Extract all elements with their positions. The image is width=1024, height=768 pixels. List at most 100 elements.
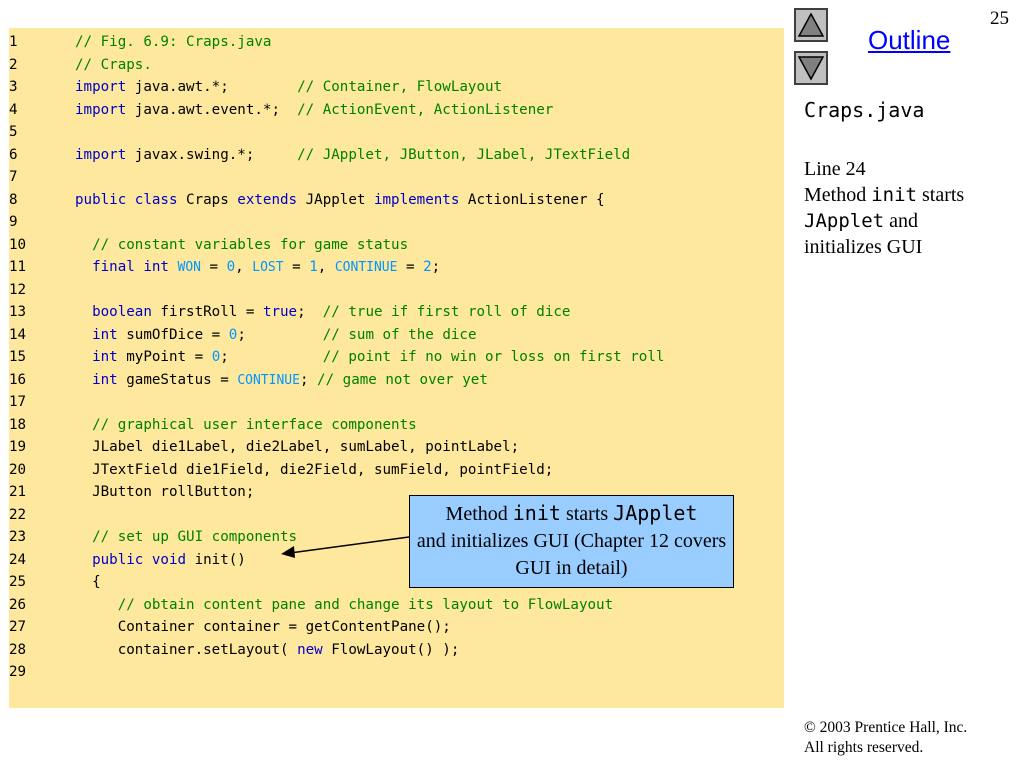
code-text: int sumOfDice = 0; // sum of the dice: [75, 324, 476, 346]
code-token: // Craps.: [75, 56, 152, 73]
code-token: [75, 304, 92, 320]
code-token: javax.swing.*;: [126, 146, 298, 163]
code-text: boolean firstRoll = true; // true if fir…: [75, 301, 570, 323]
code-token: ;: [431, 259, 441, 275]
code-token: myPoint =: [117, 349, 212, 365]
copyright-text: 2003 Prentice Hall, Inc.: [815, 719, 968, 736]
code-token: import: [75, 146, 127, 163]
code-token: 0: [228, 326, 238, 343]
code-token: int: [92, 371, 118, 388]
code-token: [75, 327, 92, 343]
triangle-down-icon: [797, 56, 825, 81]
note-init-code: init: [871, 184, 917, 206]
code-token: // sum of the dice: [322, 326, 477, 343]
code-token: 2: [423, 259, 432, 275]
code-text: JLabel die1Label, die2Label, sumLabel, p…: [75, 436, 519, 458]
line-number: 17: [9, 394, 27, 410]
code-token: // Fig. 6.9: Craps.java: [75, 34, 272, 50]
code-token: =: [283, 259, 310, 275]
code-token: CONTINUE: [237, 372, 300, 388]
code-token: // ActionEvent, ActionListener: [297, 101, 554, 118]
code-token: sumOfDice =: [117, 326, 229, 343]
code-token: import: [75, 79, 127, 95]
code-token: FlowLayout() );: [322, 641, 460, 658]
code-text: public class Craps extends JApplet imple…: [75, 189, 605, 211]
code-token: ,: [235, 259, 253, 275]
code-token: // constant variables for game status: [92, 236, 409, 253]
code-token: 0: [226, 259, 236, 275]
code-token: [75, 372, 92, 388]
line-number: 10: [9, 236, 27, 253]
code-token: gameStatus =: [117, 371, 238, 388]
line-number: 15: [9, 349, 27, 365]
triangle-up-icon: [797, 12, 825, 37]
code-token: [75, 259, 92, 275]
line-number: 2: [9, 56, 18, 73]
line-number: 27: [9, 619, 27, 635]
next-slide-button[interactable]: [794, 51, 828, 85]
code-text: import java.awt.event.*; // ActionEvent,…: [75, 99, 553, 121]
line-number: 18: [9, 416, 27, 433]
code-token: ActionListener {: [459, 191, 605, 208]
line-number: 23: [9, 529, 27, 545]
code-token: // point if no win or loss on first roll: [322, 349, 665, 365]
copyright-line-2: All rights reserved.: [804, 739, 924, 756]
code-token: // Container, FlowLayout: [297, 79, 503, 95]
code-text: // obtain content pane and change its la…: [75, 594, 613, 616]
code-token: JButton rollButton;: [75, 484, 255, 500]
code-text: import java.awt.*; // Container, FlowLay…: [75, 76, 502, 98]
code-text: {: [75, 571, 101, 593]
code-token: java.awt.event.*;: [126, 101, 298, 118]
callout-japplet-code: JApplet: [613, 501, 698, 525]
note-line-2: Method init starts: [804, 182, 1019, 208]
copyright-notice: © 2003 Prentice Hall, Inc. All rights re…: [804, 718, 967, 758]
code-token: public void: [92, 551, 187, 568]
line-number: 1: [9, 34, 18, 50]
note-method-word: Method: [804, 184, 872, 206]
code-token: // set up GUI components: [92, 529, 298, 545]
code-token: [75, 349, 92, 365]
code-token: // obtain content pane and change its la…: [117, 596, 614, 613]
code-text: final int WON = 0, LOST = 1, CONTINUE = …: [75, 256, 440, 279]
copyright-line-1: © 2003 Prentice Hall, Inc.: [804, 718, 967, 738]
line-number: 9: [9, 214, 18, 230]
code-token: [75, 529, 92, 545]
outline-link[interactable]: Outline: [868, 25, 951, 55]
line-number: 29: [9, 664, 27, 680]
line-number: 14: [9, 326, 27, 343]
line-number: 28: [9, 641, 27, 658]
code-text: Container container = getContentPane();: [75, 616, 451, 638]
code-token: Container container = getContentPane();: [75, 619, 451, 635]
code-text: // Fig. 6.9: Craps.java: [75, 31, 271, 53]
code-token: JLabel die1Label, die2Label, sumLabel, p…: [75, 439, 520, 455]
code-text: int myPoint = 0; // point if no win or l…: [75, 346, 664, 368]
callout-box: Method init starts JApplet and initializ…: [409, 495, 734, 588]
code-token: [169, 259, 178, 275]
line-number: 16: [9, 371, 27, 388]
note-line-3: JApplet and: [804, 208, 1019, 234]
code-token: boolean: [92, 304, 152, 320]
code-token: Craps: [177, 191, 238, 208]
code-listing: 1 // Fig. 6.9: Craps.java 2 // Craps. 3 impor…: [9, 28, 784, 708]
note-and-word: and: [884, 210, 918, 232]
code-token: [75, 597, 118, 613]
line-number: 3: [9, 79, 18, 95]
code-token: LOST: [252, 260, 284, 275]
code-text: container.setLayout( new FlowLayout() );: [75, 639, 460, 661]
side-title: Craps.java: [804, 98, 925, 122]
slide-number: 25: [990, 8, 1009, 29]
line-number: 24: [9, 551, 27, 568]
line-number: 21: [9, 484, 27, 500]
code-token: import: [75, 101, 127, 118]
previous-slide-button[interactable]: [794, 8, 828, 42]
code-token: ,: [317, 259, 335, 275]
callout-init-code: init: [512, 501, 561, 525]
code-token: =: [397, 259, 424, 275]
note-line-4: initializes GUI: [804, 236, 923, 258]
code-text: public void init(): [75, 549, 246, 571]
code-token: firstRoll =: [151, 304, 263, 320]
code-token: true: [262, 304, 298, 320]
code-text: JTextField die1Field, die2Field, sumFiel…: [75, 459, 553, 481]
code-token: init(): [186, 551, 246, 568]
line-number: 25: [9, 574, 27, 590]
